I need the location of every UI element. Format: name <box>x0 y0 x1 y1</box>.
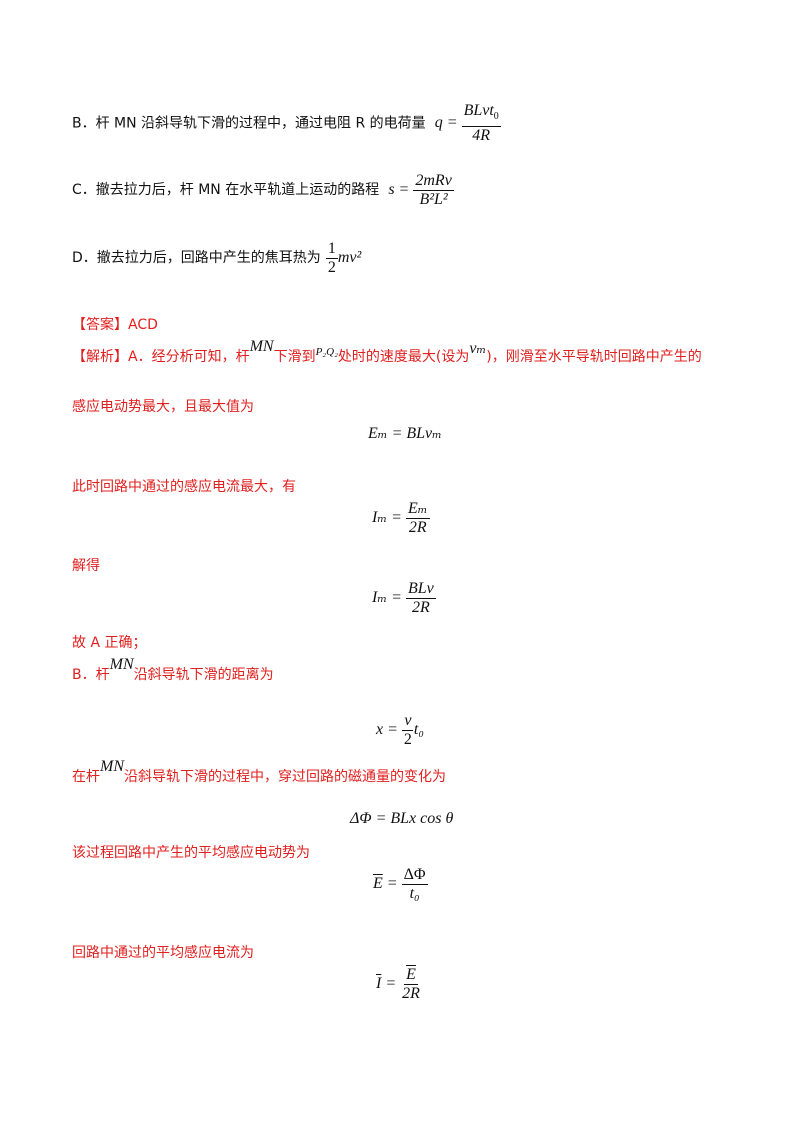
analysis-line-7: 在杆MN沿斜导轨下滑的过程中，穿过回路的磁通量的变化为 <box>72 758 446 785</box>
option-b-text: B．杆 MN 沿斜导轨下滑的过程中，通过电阻 R 的电荷量 <box>72 115 426 132</box>
answer-label: 【答案】ACD <box>72 317 158 333</box>
option-d: D．撤去拉力后，回路中产生的焦耳热为 1 2 mv² <box>72 240 361 277</box>
analysis-line-9: 回路中通过的平均感应电流为 <box>72 945 254 961</box>
option-d-formula: 1 2 mv² <box>325 240 362 276</box>
analysis-line-6: B．杆MN沿斜导轨下滑的距离为 <box>72 656 274 683</box>
analysis-line-5: 故 A 正确； <box>72 635 147 651</box>
equation-em: Eₘ = BLvₘ <box>368 425 442 442</box>
analysis-line-4: 解得 <box>72 558 100 574</box>
option-c-text: C．撤去拉力后，杆 MN 在水平轨道上运动的路程 <box>72 182 380 199</box>
analysis-line-1: 【解析】A．经分析可知，杆MN下滑到P₂Q₂处时的速度最大(设为vₘ)，刚滑至水… <box>72 338 702 365</box>
equation-delta-phi: ΔΦ = BLx cos θ <box>350 810 454 827</box>
analysis-line-8: 该过程回路中产生的平均感应电动势为 <box>72 845 310 861</box>
option-c: C．撤去拉力后，杆 MN 在水平轨道上运动的路程 s = 2mRv B²L² <box>72 172 454 209</box>
analysis-line-2: 感应电动势最大，且最大值为 <box>72 399 254 415</box>
option-d-text: D．撤去拉力后，回路中产生的焦耳热为 <box>72 250 321 267</box>
option-c-formula: s = 2mRv B²L² <box>388 172 454 208</box>
option-b: B．杆 MN 沿斜导轨下滑的过程中，通过电阻 R 的电荷量 q = BLvt0 … <box>72 102 501 145</box>
option-b-formula: q = BLvt0 4R <box>434 102 501 145</box>
analysis-line-3: 此时回路中通过的感应电流最大，有 <box>72 479 296 495</box>
